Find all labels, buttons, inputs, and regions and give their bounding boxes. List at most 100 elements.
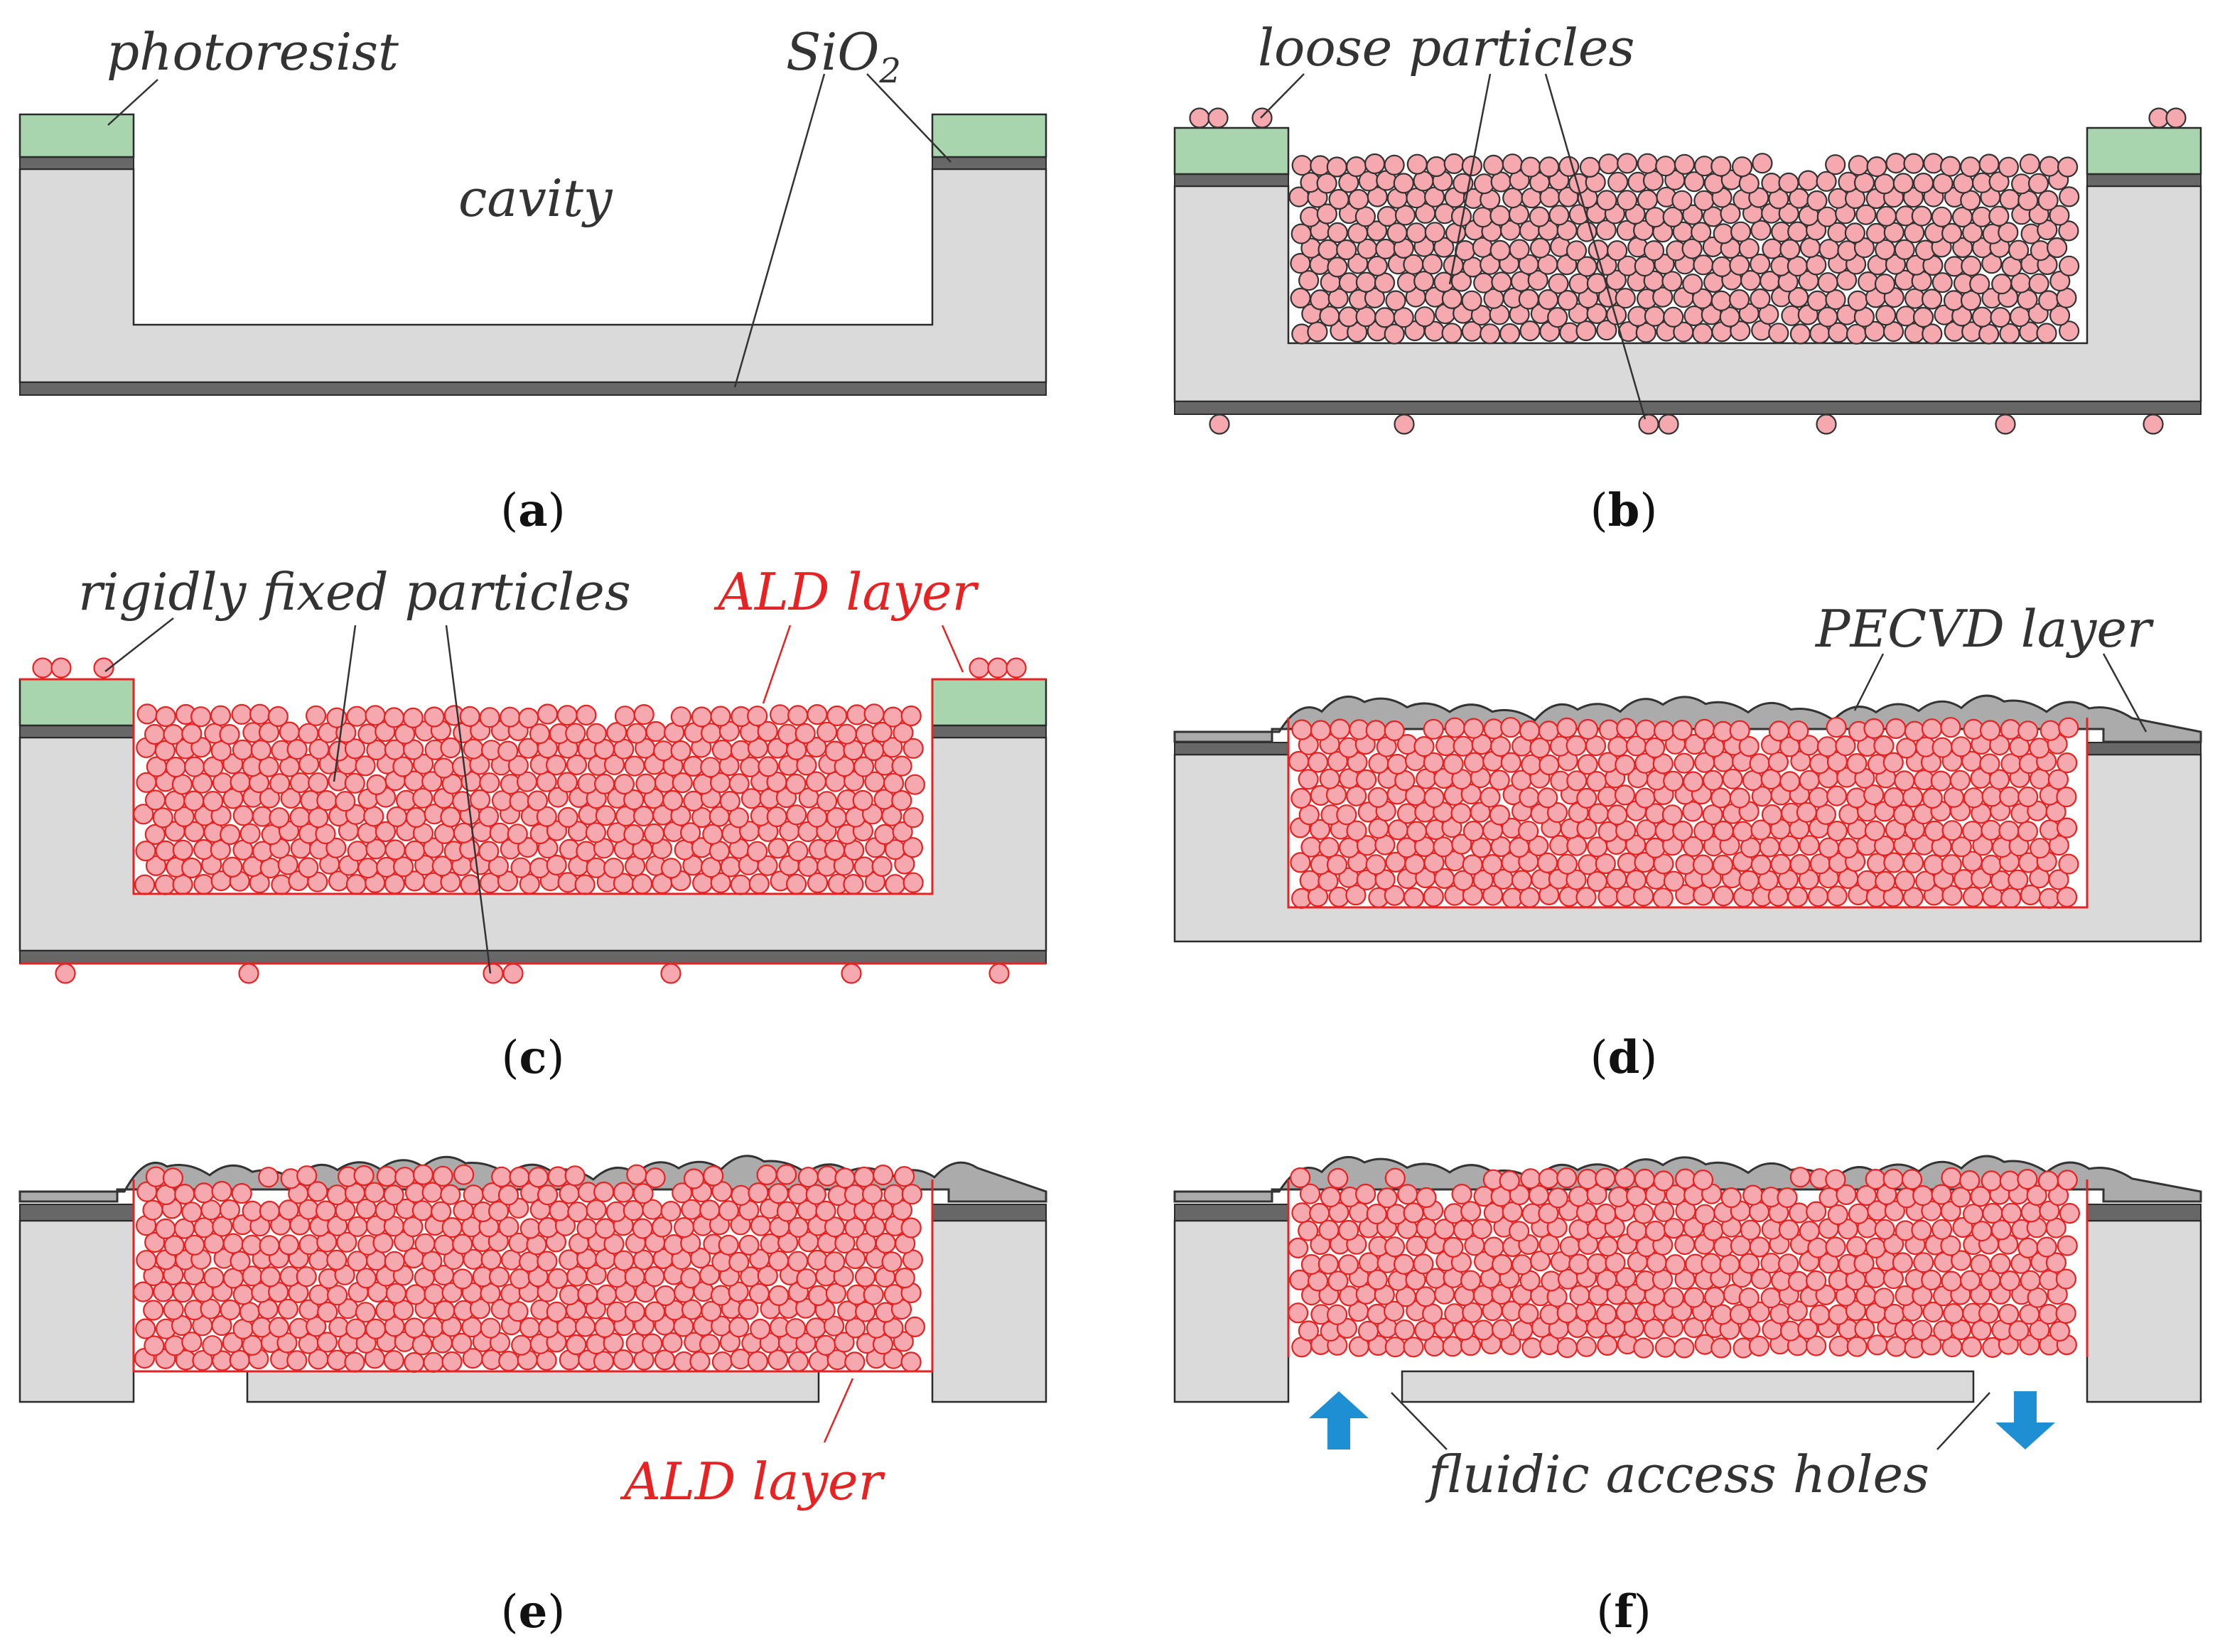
particle	[1982, 1202, 2003, 1224]
particle	[1460, 1270, 1482, 1291]
particle	[1951, 1250, 1972, 1271]
particle	[1671, 719, 1693, 741]
particle	[144, 1231, 166, 1253]
particle	[1462, 1302, 1483, 1323]
particle	[307, 1181, 328, 1202]
particle	[1328, 188, 1349, 210]
particle	[1521, 1337, 1543, 1359]
particle	[1615, 820, 1637, 841]
particle	[1923, 153, 1944, 174]
particle	[1652, 887, 1674, 909]
particle	[881, 1251, 902, 1273]
particle	[452, 1268, 473, 1290]
particle	[1961, 1336, 1983, 1358]
particle	[487, 1231, 509, 1252]
particle	[768, 1285, 790, 1307]
particle	[385, 1283, 407, 1304]
particle	[1912, 306, 1934, 328]
particle	[1518, 288, 1539, 310]
label-rigidly-fixed: rigidly fixed particles	[78, 562, 631, 622]
particle	[1307, 321, 1328, 342]
particle	[1730, 221, 1752, 242]
particle	[1435, 735, 1457, 757]
particle	[1290, 287, 1311, 309]
particle	[1635, 719, 1656, 740]
particle	[1616, 718, 1637, 739]
particle	[795, 1332, 817, 1354]
particle	[1779, 239, 1801, 260]
particle	[1300, 206, 1321, 227]
particle	[1893, 804, 1914, 826]
particle	[1482, 853, 1503, 875]
particle	[1865, 1237, 1887, 1259]
particle	[1364, 287, 1386, 308]
particle	[527, 1167, 549, 1188]
particle	[296, 1266, 317, 1287]
particle	[174, 1183, 195, 1205]
particle	[365, 705, 386, 726]
particle	[846, 704, 868, 725]
particle	[242, 1200, 263, 1222]
particle	[1815, 1284, 1836, 1306]
particle	[1568, 1253, 1590, 1275]
particle	[1413, 271, 1435, 292]
particle	[1828, 1304, 1849, 1326]
leader-loose-3	[1544, 73, 1647, 420]
particle	[1634, 787, 1656, 809]
particle	[1683, 1216, 1704, 1238]
particle	[1519, 320, 1541, 342]
particle	[1316, 203, 1337, 225]
particle	[1310, 720, 1332, 741]
particle	[1931, 1184, 1952, 1205]
particle	[864, 1216, 885, 1238]
particle	[1376, 1187, 1398, 1209]
particle	[1806, 290, 1828, 311]
particle	[1694, 1204, 1715, 1225]
particle	[700, 757, 721, 778]
particle	[1365, 854, 1386, 875]
particle	[1413, 1253, 1434, 1275]
particle	[1652, 753, 1674, 774]
particle	[487, 1200, 510, 1222]
particle	[854, 1266, 876, 1287]
panel-b: loose particles (b)	[1173, 18, 2202, 537]
particle	[1539, 754, 1560, 776]
particle	[605, 1201, 627, 1222]
particle	[519, 1218, 541, 1239]
particle	[1963, 1204, 1984, 1225]
particle	[719, 790, 740, 812]
particle	[767, 838, 789, 859]
particle	[1789, 323, 1811, 345]
particle	[2029, 738, 2050, 759]
particle	[2017, 821, 2038, 842]
particle	[411, 1200, 433, 1221]
particle	[316, 1332, 338, 1353]
leader-fluidic-2	[1936, 1392, 1990, 1450]
particle	[384, 1251, 405, 1272]
particle	[1538, 1167, 1559, 1189]
particle	[902, 872, 924, 893]
particle	[2057, 886, 2078, 908]
particle	[683, 755, 704, 777]
particle	[1291, 155, 1313, 176]
particle	[758, 756, 779, 777]
ald-coating-e	[132, 1179, 934, 1373]
oxide-right-b	[2086, 173, 2202, 187]
particle	[1827, 1204, 1848, 1226]
particle	[1568, 1186, 1590, 1207]
particle	[1960, 156, 1981, 178]
particle	[613, 1349, 634, 1371]
particle	[308, 772, 329, 794]
particle	[497, 740, 519, 762]
particle	[728, 1251, 750, 1273]
particle	[1366, 1203, 1387, 1225]
particle	[412, 787, 433, 809]
particle	[1799, 770, 1820, 791]
particle	[1595, 1203, 1617, 1225]
particle	[1383, 1300, 1405, 1322]
particle-bed-d	[1288, 717, 2079, 909]
particle	[1729, 254, 1750, 276]
particle	[1848, 155, 1869, 176]
particle	[518, 707, 539, 729]
particle	[1300, 836, 1322, 858]
